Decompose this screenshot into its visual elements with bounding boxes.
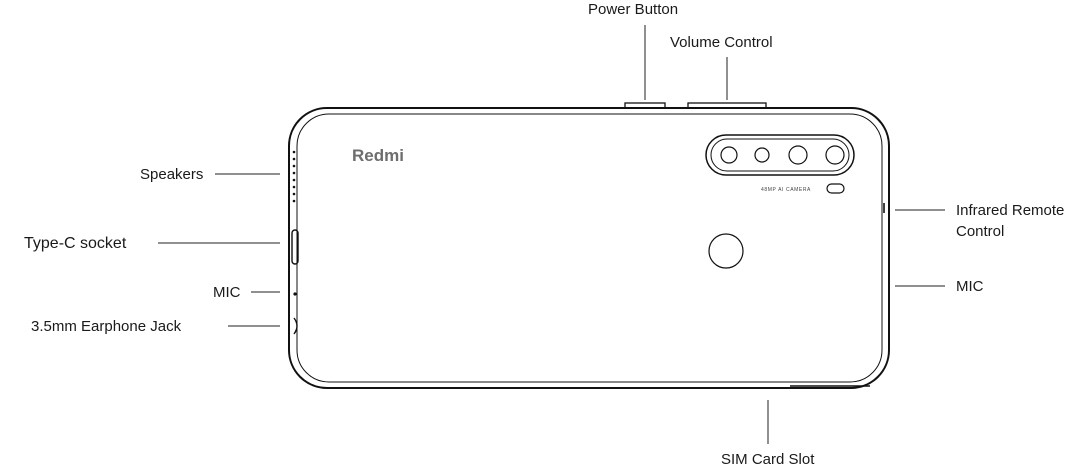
camera-lens-icon — [788, 145, 808, 165]
camera-caption: 48MP AI CAMERA — [761, 187, 811, 193]
type-c-socket — [291, 229, 299, 265]
label-infrared-line1: Infrared Remote — [956, 202, 1064, 219]
label-power-button: Power Button — [588, 1, 678, 18]
leader-lines — [158, 25, 945, 444]
brand-logo: Redmi — [352, 146, 404, 165]
label-infrared-line2: Control — [956, 223, 1004, 240]
camera-module — [705, 134, 855, 176]
volume-control — [687, 102, 767, 109]
phone-body — [288, 107, 890, 389]
label-volume-control: Volume Control — [670, 34, 773, 51]
camera-lens-icon — [825, 145, 845, 165]
camera-lens-icon — [720, 146, 738, 164]
label-mic-right: MIC — [956, 278, 984, 295]
speaker-grille — [292, 150, 296, 203]
fingerprint-sensor-icon — [708, 233, 744, 269]
label-mic-left: MIC — [213, 284, 241, 301]
label-speakers: Speakers — [140, 166, 203, 183]
label-earphone-jack: 3.5mm Earphone Jack — [31, 318, 182, 335]
label-sim-card-slot: SIM Card Slot — [721, 451, 815, 468]
label-type-c-socket: Type-C socket — [24, 235, 127, 252]
earphone-jack — [293, 317, 298, 335]
flash-icon — [826, 183, 845, 194]
mic-hole-left — [293, 292, 297, 296]
camera-lens-icon — [754, 147, 770, 163]
power-button — [624, 102, 666, 109]
